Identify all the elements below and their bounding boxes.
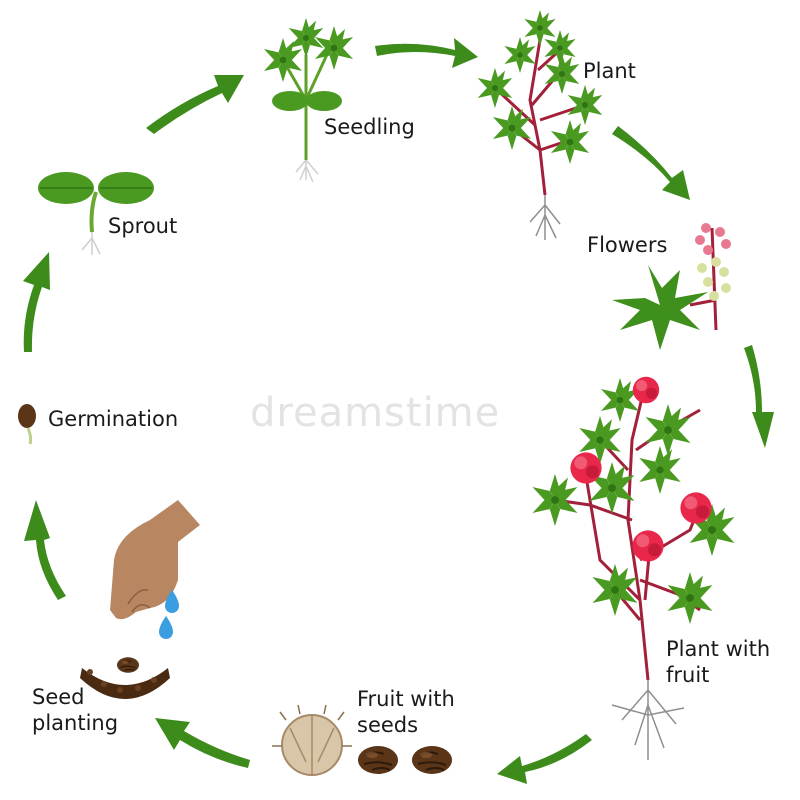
- plant-with-fruit-illustration: [529, 376, 738, 760]
- arrow-plant-to-flowers: [612, 126, 690, 200]
- label-fruit-with-seeds: Fruit with seeds: [357, 687, 455, 737]
- label-plant-with-fruit: Plant with fruit: [666, 637, 771, 687]
- arrow-flowers-to-fruit: [744, 345, 774, 448]
- label-seed-planting: Seed planting: [32, 685, 119, 735]
- watermark-text: dreamstime: [250, 390, 501, 436]
- label-germination: Germination: [48, 407, 179, 431]
- seed-planting-illustration: [80, 500, 200, 699]
- arrow-fruit-to-fruit-seeds: [497, 734, 592, 784]
- label-flowers: Flowers: [587, 233, 668, 257]
- seedling-illustration: [261, 18, 356, 183]
- arrow-sprout-to-seedling: [146, 75, 244, 134]
- arrow-fruit-seeds-to-planting: [155, 718, 250, 768]
- germination-illustration: [18, 404, 36, 445]
- arrow-seedling-to-plant: [375, 38, 478, 68]
- fruit-with-seeds-illustration: [272, 704, 453, 776]
- flowers-illustration: [612, 223, 731, 350]
- plant-illustration: [475, 9, 605, 240]
- sprout-illustration: [38, 172, 154, 255]
- arrow-germination-to-sprout: [23, 252, 50, 352]
- arrow-planting-to-germination: [24, 500, 66, 600]
- label-seedling: Seedling: [324, 115, 415, 139]
- label-sprout: Sprout: [108, 214, 178, 238]
- label-plant: Plant: [583, 59, 636, 83]
